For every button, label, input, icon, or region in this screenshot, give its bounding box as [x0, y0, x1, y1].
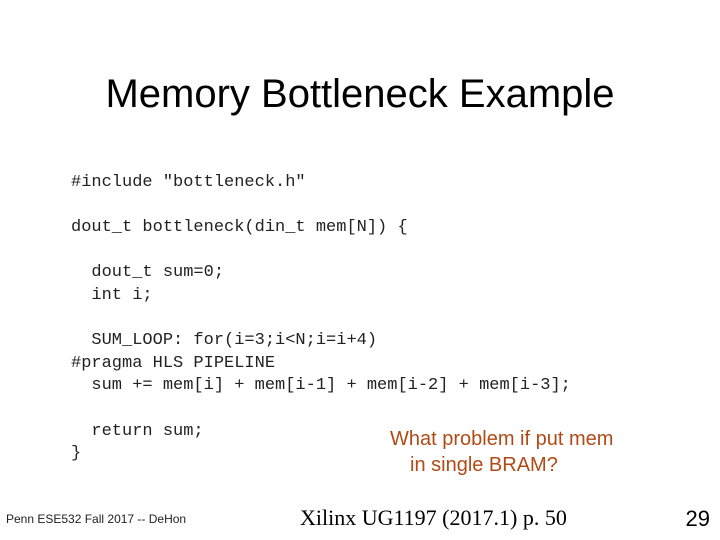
code-line-loop: SUM_LOOP: for(i=3;i<N;i=i+4): [71, 331, 378, 350]
callout-line-1: What problem if put mem: [390, 428, 614, 450]
page-number: 29: [685, 506, 710, 531]
code-listing: #include "bottleneck.h" dout_t bottlenec…: [71, 173, 571, 463]
code-line-sum-declaration: dout_t sum=0;: [71, 263, 225, 282]
question-callout: What problem if put mem in single BRAM?: [372, 426, 682, 478]
code-line-include: #include "bottleneck.h": [71, 173, 306, 192]
code-line-index-declaration: int i;: [71, 286, 153, 305]
callout-line-2: in single BRAM?: [410, 454, 558, 476]
code-line-function-signature: dout_t bottleneck(din_t mem[N]) {: [71, 218, 408, 237]
footer-reference: Xilinx UG1197 (2017.1) p. 50: [300, 505, 567, 530]
slide-title: Memory Bottleneck Example: [105, 72, 615, 116]
footer-course: Penn ESE532 Fall 2017 -- DeHon: [6, 512, 187, 526]
code-line-closing-brace: }: [71, 444, 82, 463]
code-line-pragma: #pragma HLS PIPELINE: [71, 354, 276, 373]
code-line-sum-accumulate: sum += mem[i] + mem[i-1] + mem[i-2] + me…: [71, 376, 571, 395]
code-line-return: return sum;: [71, 422, 204, 441]
